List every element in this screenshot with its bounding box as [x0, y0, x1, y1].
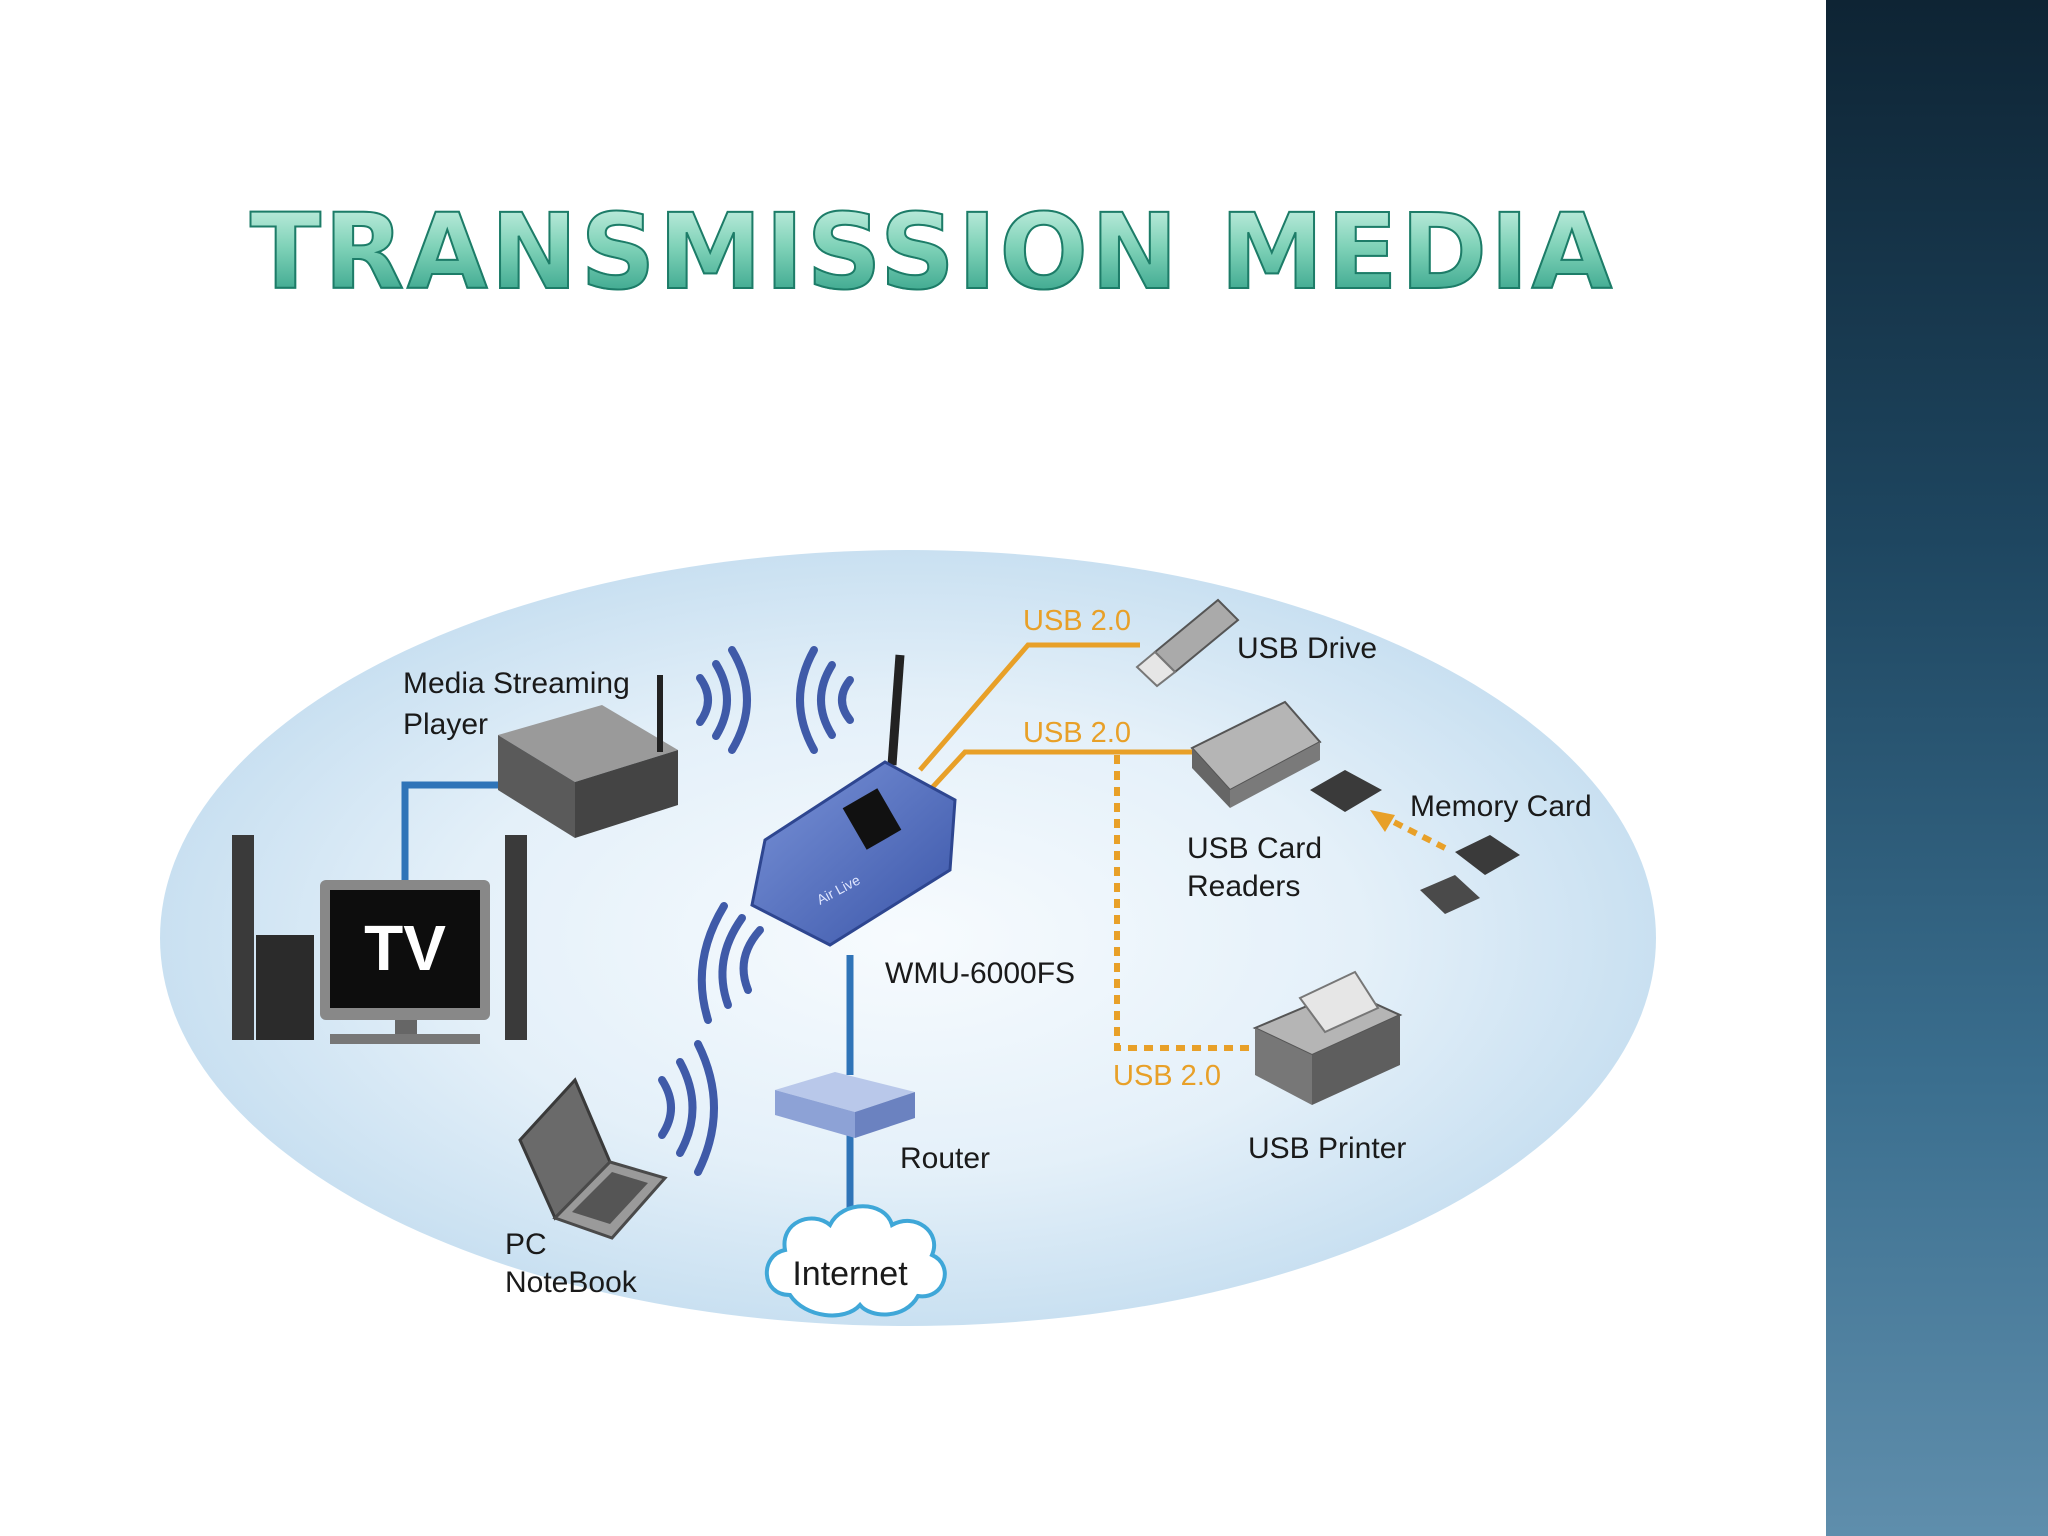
wireless-server-icon: Air Live: [750, 654, 957, 947]
notebook-label-1: PC: [505, 1228, 547, 1261]
memory-card-icon: [1310, 770, 1520, 914]
internet-label: Internet: [792, 1255, 908, 1293]
device-labels: Media Streaming Player PC NoteBook WMU-6…: [403, 605, 1592, 1299]
tv-label: TV: [364, 912, 446, 984]
usb-drive-icon: [1135, 598, 1240, 688]
card-reader-label-2: Readers: [1187, 870, 1300, 903]
decorative-side-bar: [1826, 0, 2048, 1536]
media-player-icon: [498, 675, 678, 838]
card-reader-icon: [1190, 700, 1322, 808]
wireless-server-label: WMU-6000FS: [885, 957, 1075, 990]
media-player-label-2: Player: [403, 708, 488, 741]
card-reader-label-1: USB Card: [1187, 832, 1322, 865]
cloud-icon: Internet: [764, 1204, 947, 1318]
usb-drive-link-label: USB 2.0: [1023, 605, 1131, 637]
wifi-waves-icon: [658, 646, 854, 1176]
notebook-label-2: NoteBook: [505, 1266, 638, 1299]
card-reader-link-label: USB 2.0: [1023, 717, 1131, 749]
laptop-icon: [518, 1077, 668, 1240]
media-player-label-1: Media Streaming: [403, 667, 630, 700]
usb-drive-label: USB Drive: [1237, 632, 1377, 665]
slide-title: TRANSMISSION MEDIA: [249, 191, 1616, 313]
tv-icon: TV: [232, 835, 527, 1044]
usb-links: [918, 642, 1447, 1051]
router-icon: [775, 1072, 915, 1138]
memory-card-arrow: [1370, 810, 1395, 832]
printer-label: USB Printer: [1248, 1132, 1406, 1165]
speaker-icon: [256, 935, 314, 1040]
memory-card-label: Memory Card: [1410, 790, 1592, 823]
network-diagram: TV Air Live Internet: [160, 550, 1656, 1326]
router-label: Router: [900, 1142, 990, 1175]
printer-icon: [1252, 970, 1403, 1105]
printer-link-label: USB 2.0: [1113, 1060, 1221, 1092]
